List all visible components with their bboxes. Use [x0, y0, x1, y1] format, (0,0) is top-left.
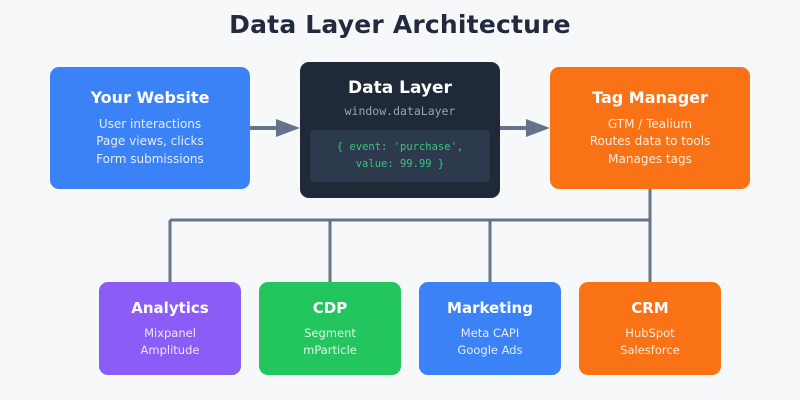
node-title-cdp: CDP [312, 298, 348, 317]
node-your-website[interactable]: Your Website User interactions Page view… [50, 67, 250, 189]
node-subtitle-crm-2: Salesforce [620, 342, 680, 357]
node-subtitle-tag-manager-3: Manages tags [608, 151, 692, 166]
node-subtitle-crm-1: HubSpot [625, 325, 675, 340]
arrow-datalayer-to-tagmanager [500, 119, 550, 137]
node-title-tag-manager: Tag Manager [592, 87, 708, 107]
node-marketing[interactable]: Marketing Meta CAPI Google Ads [419, 282, 561, 375]
node-title-data-layer: Data Layer [348, 78, 452, 98]
node-analytics[interactable]: Analytics Mixpanel Amplitude [99, 282, 241, 375]
node-subtitle-cdp-2: mParticle [303, 342, 357, 357]
node-title-crm: CRM [631, 298, 669, 317]
node-crm[interactable]: CRM HubSpot Salesforce [579, 282, 721, 375]
node-subtitle-your-website-2: Page views, clicks [96, 134, 204, 149]
node-subtitle-analytics-1: Mixpanel [144, 325, 196, 340]
node-cdp[interactable]: CDP Segment mParticle [259, 282, 401, 375]
arrow-website-to-datalayer [250, 119, 300, 137]
data-layer-code-snippet: { event: 'purchase', value: 99.99 } [310, 130, 490, 182]
node-subtitle-your-website-3: Form submissions [96, 151, 204, 166]
node-subtitle-tag-manager-2: Routes data to tools [589, 134, 711, 149]
node-subtitle-cdp-1: Segment [304, 325, 356, 340]
node-subtitle-tag-manager-1: GTM / Tealium [607, 117, 693, 131]
code-line-2: value: 99.99 } [355, 157, 445, 170]
node-subtitle-marketing-2: Google Ads [457, 342, 523, 357]
node-title-analytics: Analytics [131, 298, 209, 317]
node-subtitle-data-layer: window.dataLayer [344, 104, 456, 119]
page-title: Data Layer Architecture [229, 10, 571, 39]
node-title-your-website: Your Website [90, 87, 210, 107]
node-subtitle-your-website-1: User interactions [98, 117, 202, 131]
node-subtitle-analytics-2: Amplitude [140, 342, 200, 357]
node-title-marketing: Marketing [447, 298, 533, 317]
node-subtitle-marketing-1: Meta CAPI [460, 325, 520, 340]
code-line-1: { event: 'purchase', [336, 141, 464, 154]
node-tag-manager[interactable]: Tag Manager GTM / Tealium Routes data to… [550, 67, 750, 189]
node-data-layer[interactable]: Data Layer window.dataLayer { event: 'pu… [300, 62, 500, 198]
distribution-bus [168, 189, 652, 282]
